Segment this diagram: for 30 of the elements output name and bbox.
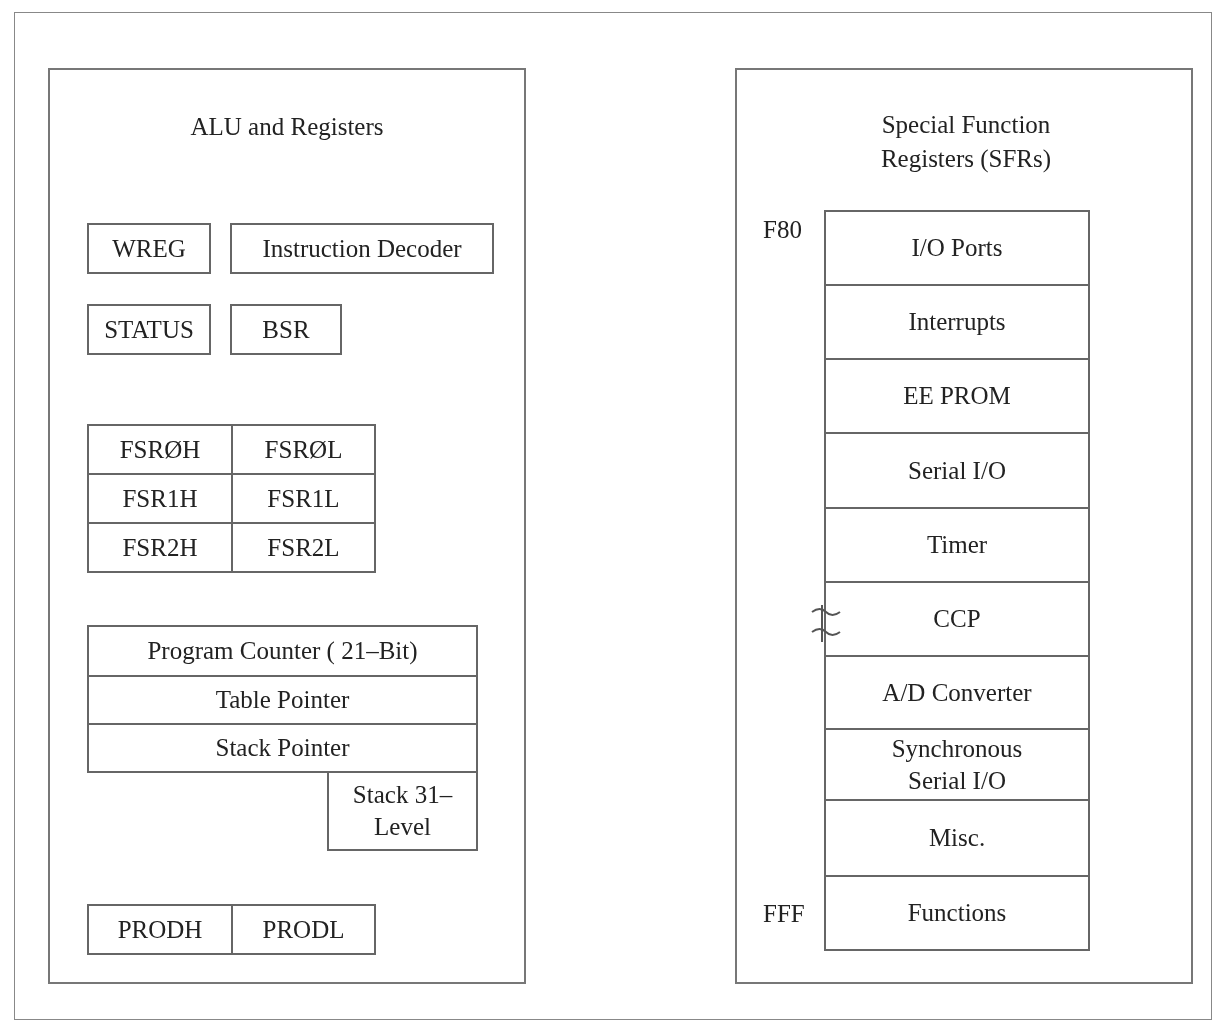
register-cell: FSRØL	[231, 424, 376, 475]
register-cell: A/D Converter	[824, 655, 1090, 730]
register-panel	[48, 68, 526, 984]
register-cell: Functions	[824, 875, 1090, 951]
register-cell: Misc.	[824, 799, 1090, 877]
register-cell: CCP	[824, 581, 1090, 657]
register-cell: Instruction Decoder	[230, 223, 494, 274]
register-cell: Table Pointer	[87, 675, 478, 725]
register-cell: FSR2L	[231, 522, 376, 573]
register-cell: BSR	[230, 304, 342, 355]
register-cell: Timer	[824, 507, 1090, 583]
register-cell: PRODH	[87, 904, 233, 955]
register-cell: EE PROM	[824, 358, 1090, 434]
panel-title: ALU and Registers	[189, 112, 385, 142]
register-cell: WREG	[87, 223, 211, 274]
register-cell: Synchronous Serial I/O	[824, 728, 1090, 801]
register-cell: STATUS	[87, 304, 211, 355]
register-cell: Serial I/O	[824, 432, 1090, 509]
address-label: FFF	[763, 900, 805, 928]
register-cell: PRODL	[231, 904, 376, 955]
panel-title: Special Function Registers (SFRs)	[879, 110, 1053, 175]
register-cell: FSR2H	[87, 522, 233, 573]
address-label: F80	[763, 216, 802, 244]
register-cell: Stack 31–Level	[327, 771, 478, 851]
register-cell: I/O Ports	[824, 210, 1090, 286]
register-cell: FSRØH	[87, 424, 233, 475]
register-panel	[735, 68, 1193, 984]
register-cell: Program Counter ( 21–Bit)	[87, 625, 478, 677]
register-cell: Stack Pointer	[87, 723, 478, 773]
register-cell: Interrupts	[824, 284, 1090, 360]
